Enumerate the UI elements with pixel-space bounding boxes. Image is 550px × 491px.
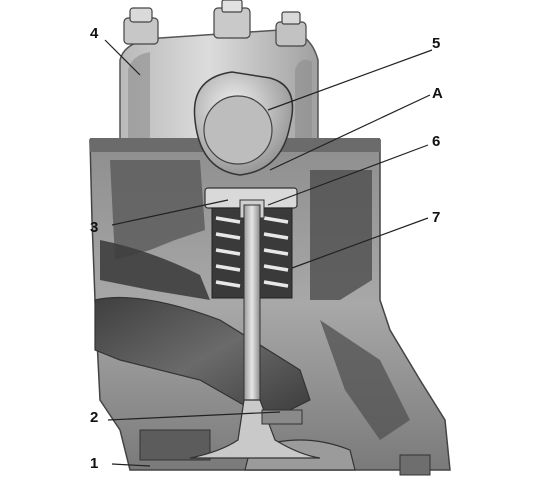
leader-1 (111, 463, 151, 467)
callout-6: 6 (432, 133, 440, 150)
leader-6 (267, 144, 429, 206)
callout-5: 5 (432, 35, 440, 52)
cylinder-head-casting (89, 138, 451, 471)
callout-A: A (432, 85, 443, 102)
callout-4: 4 (90, 25, 99, 42)
valve-seat (261, 409, 303, 425)
callout-labels: 4 5 A 6 3 7 2 1 (90, 25, 443, 472)
callout-7: 7 (432, 209, 440, 226)
leader-5 (267, 49, 433, 111)
callout-2: 2 (90, 409, 98, 426)
leader-lines (104, 39, 433, 467)
callout-3: 3 (90, 219, 98, 236)
valve (189, 204, 321, 459)
callout-1: 1 (90, 455, 98, 472)
cam-lobe (193, 71, 294, 176)
leader-4 (104, 39, 141, 76)
head-bolts (123, 0, 307, 47)
leader-2 (107, 411, 281, 421)
leader-3 (111, 199, 229, 226)
leader-7 (291, 217, 429, 269)
leader-A (269, 94, 431, 171)
